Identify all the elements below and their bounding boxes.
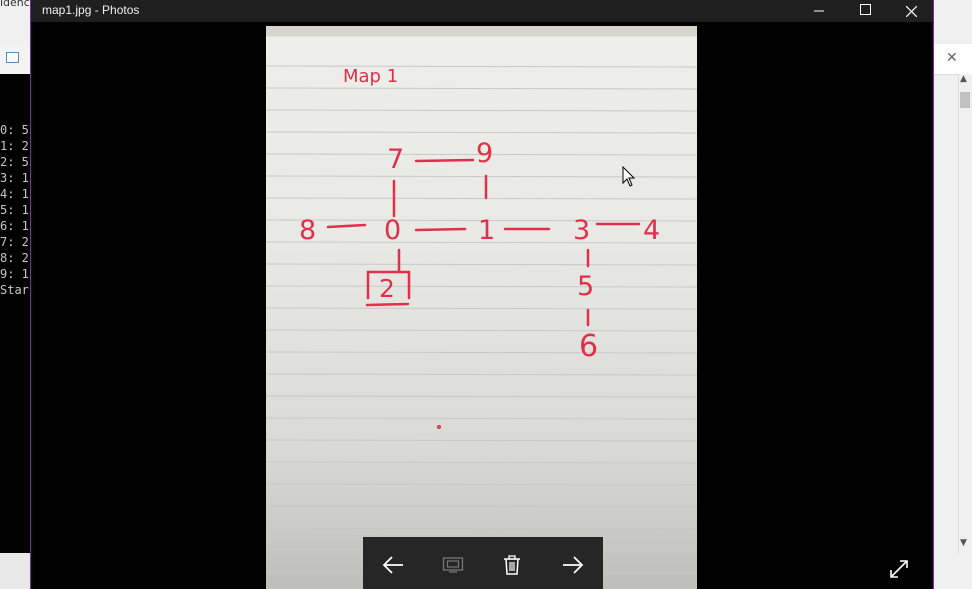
console-line: 5: 1 [0,203,29,217]
scroll-up-icon[interactable]: ▲ [960,74,967,84]
node-0: 0 [384,215,401,246]
next-button[interactable] [553,545,593,585]
mouse-cursor-icon [622,166,636,187]
fullscreen-icon [890,560,908,578]
slideshow-button[interactable] [433,545,473,585]
window-icon [6,52,19,63]
maximize-icon [859,4,871,15]
console-line: 7: 2 [0,235,29,249]
scroll-down-icon[interactable]: ▼ [960,538,967,548]
previous-button[interactable] [373,545,413,585]
title-bar[interactable]: map1.jpg - Photos [31,0,933,22]
scroll-thumb[interactable] [960,92,970,108]
fullscreen-button[interactable] [883,553,915,585]
background-close-icon[interactable]: ✕ [946,50,958,66]
node-4: 4 [643,215,660,246]
node-3: 3 [573,215,590,246]
photo-toolbar [363,537,603,589]
delete-icon [504,555,520,575]
next-arrow-icon [563,556,584,574]
background-console-window: idence 0: 5 1: 2 2: 5 3: 1 4: 1 5: 1 6: 1 7: 2 8… [0,0,37,589]
console-line: 6: 1 [0,219,29,233]
photo-image[interactable]: Map 1 7 9 8 0 1 3 4 2 5 6 [266,26,697,589]
background-window-right: ✕ ▲ ▼ [934,0,972,589]
node-9: 9 [476,138,493,169]
console-line: 9: 1 [0,267,29,281]
node-1: 1 [478,215,495,246]
previous-arrow-icon [382,556,403,574]
window-title: map1.jpg - Photos [42,3,140,17]
console-line: 2: 5 [0,155,29,169]
console-line: 8: 2 [0,251,29,265]
minimize-button[interactable] [796,0,842,22]
console-output: 0: 5 1: 2 2: 5 3: 1 4: 1 5: 1 6: 1 7: 2 8: 2 9: 1… [0,122,29,298]
photos-window: map1.jpg - Photos [30,0,934,589]
close-button[interactable] [888,0,934,22]
minimize-icon [814,10,824,12]
handwritten-map-drawing: Map 1 7 9 8 0 1 3 4 2 5 6 [266,65,697,574]
console-line: 4: 1 [0,187,29,201]
background-tab[interactable] [934,44,972,75]
console-line: 1: 2 [0,139,29,153]
console-line: 3: 1 [0,171,29,185]
background-titlebar: idence [0,0,37,46]
maximize-button[interactable] [842,0,888,22]
node-7: 7 [387,144,404,175]
close-icon [905,5,917,17]
node-6: 6 [579,329,598,364]
console-line: Star [0,283,29,297]
scrollbar[interactable] [958,74,972,554]
node-8: 8 [299,215,316,246]
node-2: 2 [379,274,395,303]
delete-button[interactable] [492,545,532,585]
map-heading: Map 1 [343,66,398,87]
background-title-text: idence [0,0,37,9]
console-line: 0: 5 [0,123,29,137]
slideshow-icon [442,557,464,573]
node-5: 5 [577,271,594,302]
background-bottom-bar [0,553,30,589]
